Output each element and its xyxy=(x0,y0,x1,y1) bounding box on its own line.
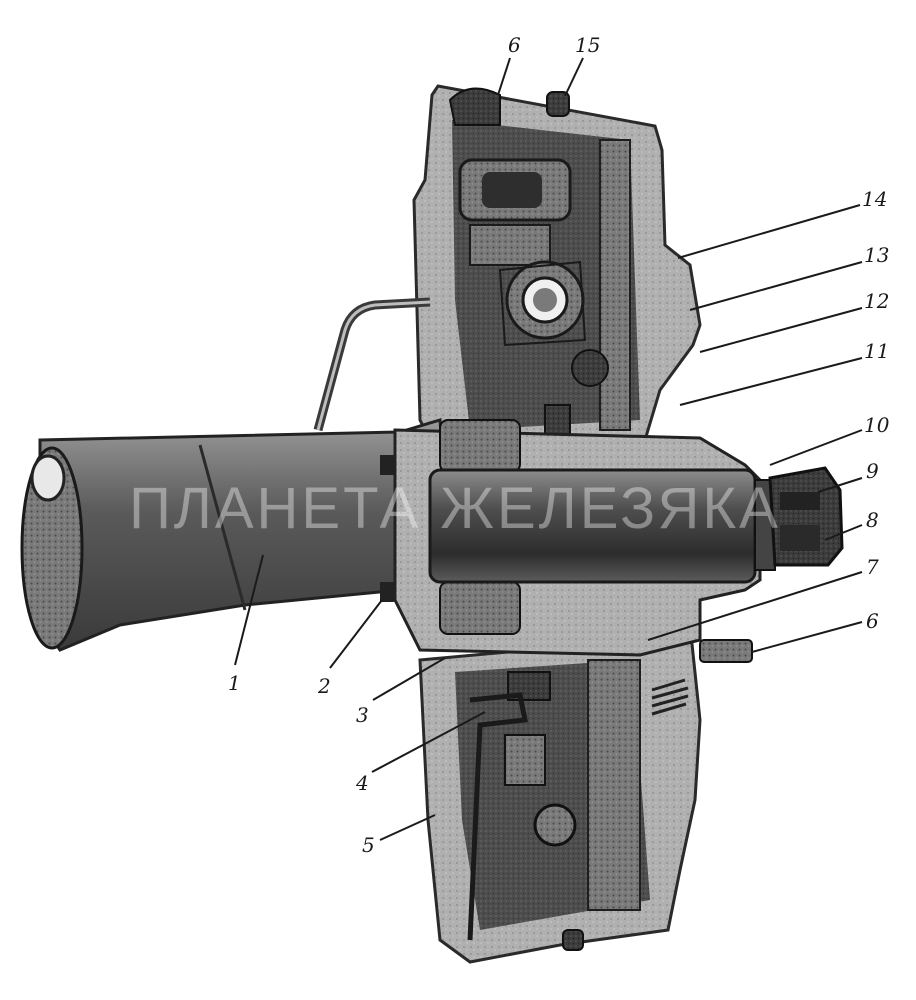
callout-12: 12 xyxy=(864,289,889,313)
callout-14: 14 xyxy=(862,187,887,211)
wheel-bolt xyxy=(699,639,753,663)
watermark: ПЛАНЕТА ЖЕЛЕЗЯКА xyxy=(129,476,781,541)
callout-11: 11 xyxy=(864,339,889,363)
callout-7: 7 xyxy=(866,555,879,579)
callout-6-top: 6 xyxy=(508,33,521,57)
callout-2: 2 xyxy=(317,674,331,698)
callout-5: 5 xyxy=(362,833,375,857)
callout-10: 10 xyxy=(864,413,890,437)
hub-nut xyxy=(768,466,844,567)
leader-lines xyxy=(234,57,863,841)
callout-15: 15 xyxy=(575,33,600,57)
callout-9: 9 xyxy=(866,459,879,483)
callout-3: 3 xyxy=(356,703,369,727)
callout-4: 4 xyxy=(355,771,369,795)
upper-brake-mechanism xyxy=(448,87,609,446)
callout-6-bottom: 6 xyxy=(866,609,879,633)
axle-housing-tube xyxy=(20,418,457,652)
callout-13: 13 xyxy=(864,243,889,267)
callout-8: 8 xyxy=(866,508,879,532)
axle-shaft xyxy=(428,468,776,584)
callout-1: 1 xyxy=(228,671,241,695)
